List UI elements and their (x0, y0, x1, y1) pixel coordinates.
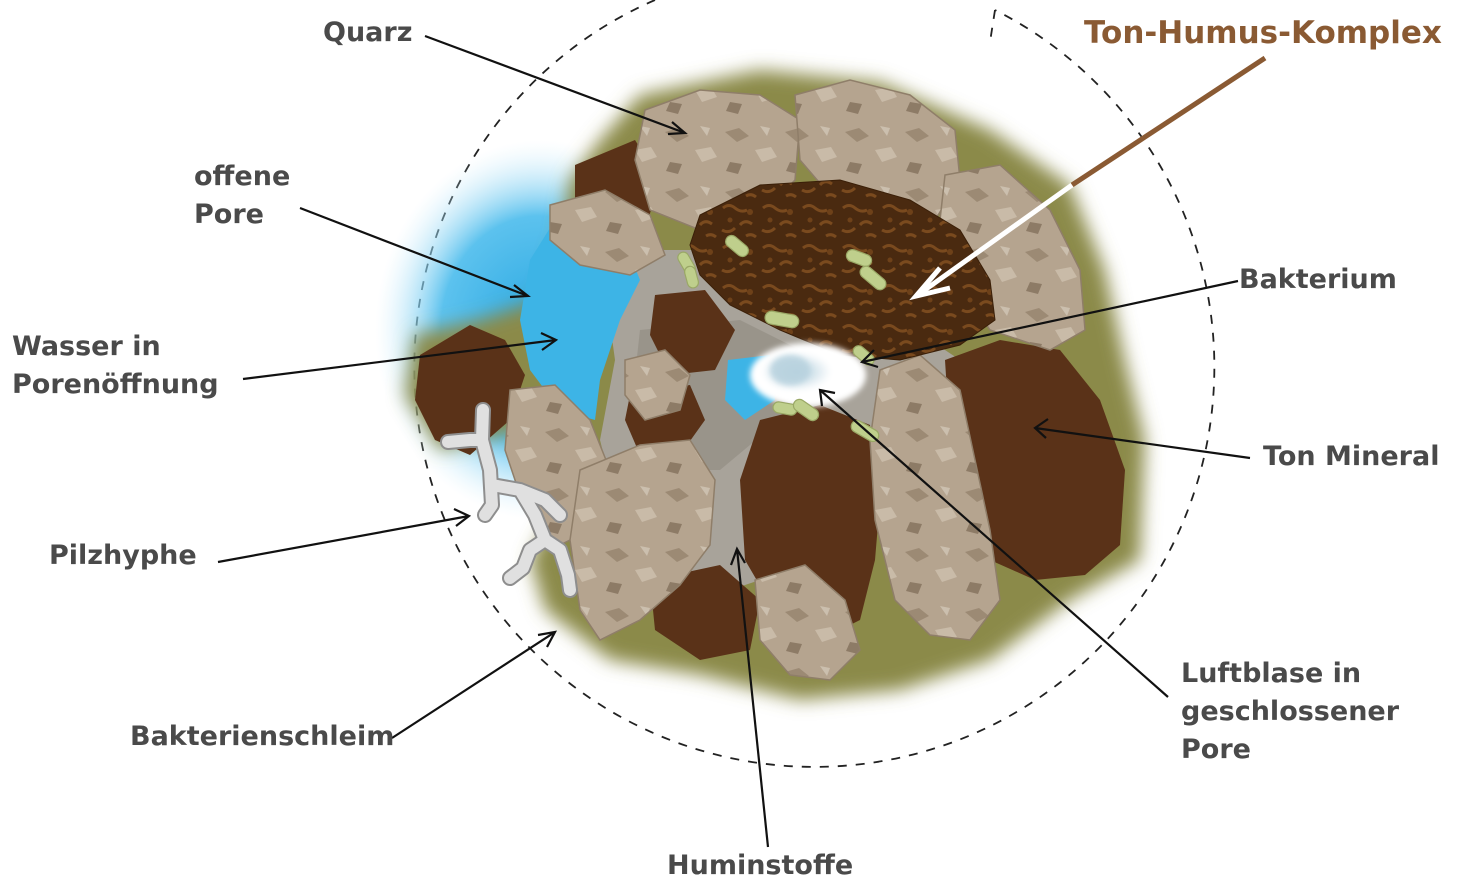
label-offene-pore: offene Pore (194, 158, 290, 234)
leader-pilzhyphe (218, 516, 469, 562)
label-ton-mineral: Ton Mineral (1263, 438, 1439, 476)
label-huminstoffe: Huminstoffe (667, 847, 853, 885)
label-offene-pore-line1: offene (194, 158, 290, 196)
label-wasser-in-porenoeffnung: Wasser in Porenöffnung (12, 328, 219, 404)
leader-quarz (425, 36, 685, 133)
label-luftblase-line1: Luftblase in (1181, 655, 1399, 693)
label-bakterienschleim: Bakterienschleim (130, 718, 394, 756)
title-arrow-brown (1072, 58, 1265, 185)
label-pilzhyphe: Pilzhyphe (49, 537, 197, 575)
leader-bakterienschleim (392, 632, 555, 738)
label-wasser-line1: Wasser in (12, 328, 219, 366)
aggregate-boundary-top-right (990, 10, 995, 42)
label-offene-pore-line2: Pore (194, 196, 290, 234)
title-ton-humus-komplex: Ton-Humus-Komplex (1084, 14, 1442, 52)
label-luftblase-line3: Pore (1181, 731, 1399, 769)
label-luftblase-line2: geschlossener (1181, 693, 1399, 731)
label-luftblase: Luftblase in geschlossener Pore (1181, 655, 1399, 769)
label-wasser-line2: Porenöffnung (12, 366, 219, 404)
label-bakterium: Bakterium (1239, 261, 1397, 299)
label-quarz: Quarz (323, 14, 412, 52)
